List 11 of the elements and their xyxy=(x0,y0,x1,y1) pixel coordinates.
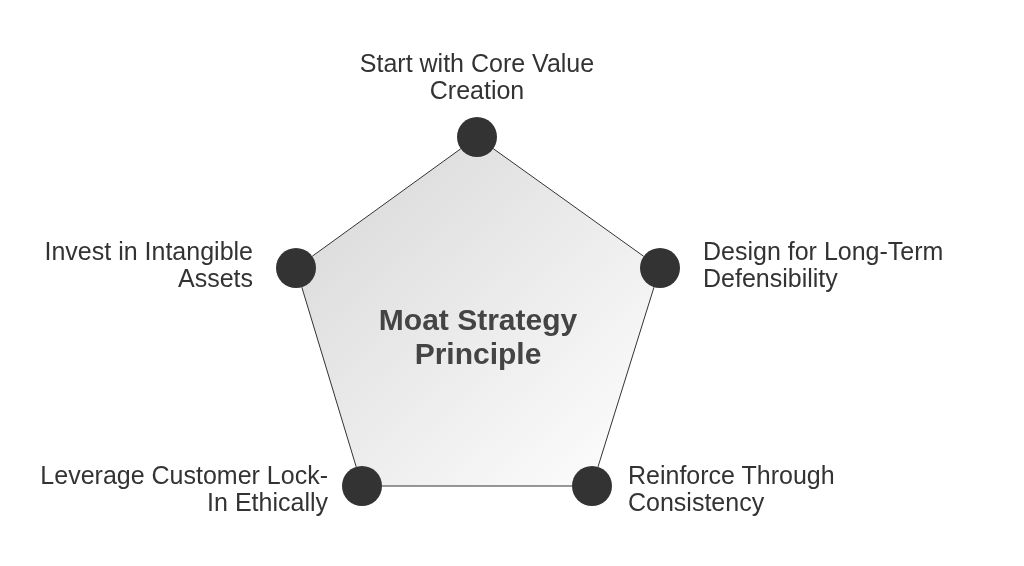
vertex-label: Leverage Customer Lock-In Ethically xyxy=(39,462,328,516)
connector-line xyxy=(492,148,645,257)
connector-line xyxy=(381,485,573,487)
connector-line xyxy=(301,286,357,468)
connector-line xyxy=(597,286,655,468)
center-title: Moat Strategy Principle xyxy=(377,303,579,371)
vertex-label: Invest in Intangible Assets xyxy=(43,238,253,292)
vertex-label: Reinforce Through Consistency xyxy=(628,462,836,516)
vertex-label: Design for Long-Term Defensibility xyxy=(703,238,945,292)
vertex-label: Start with Core Value Creation xyxy=(358,50,596,104)
connector-line xyxy=(311,148,462,257)
